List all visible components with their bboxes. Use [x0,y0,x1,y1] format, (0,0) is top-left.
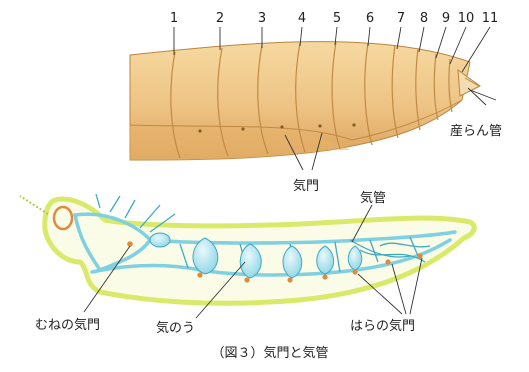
abdominal-spiracle-label: はらの気門 [350,318,415,334]
segment-number-2: 2 [216,11,224,26]
segment-number-8: 8 [420,11,428,26]
larva-illustration [20,194,474,303]
segment-number-3: 3 [258,11,266,26]
ovipositor-label: 産らん管 [450,123,502,139]
segment-number-10: 10 [458,11,475,26]
segment-number-9: 9 [442,11,450,26]
abdomen-illustration [130,42,480,160]
larva-body [45,199,475,303]
air-sac-label: 気のう [156,320,195,336]
segment-number-7: 7 [397,11,405,26]
segment-number-5: 5 [333,11,341,26]
figure-caption: （図３）気門と気管 [211,345,328,361]
segment-number-4: 4 [298,11,306,26]
segment-number-6: 6 [366,11,374,26]
segment-number-11: 11 [482,11,499,26]
trachea-label: 気管 [360,190,386,206]
segment-number-1: 1 [170,11,178,26]
thoracic-spiracle-label: むねの気門 [35,317,100,333]
spiracle-label: 気門 [293,178,319,194]
segment-number-labels: 1 2 3 4 5 6 7 8 9 10 11 [170,11,498,26]
